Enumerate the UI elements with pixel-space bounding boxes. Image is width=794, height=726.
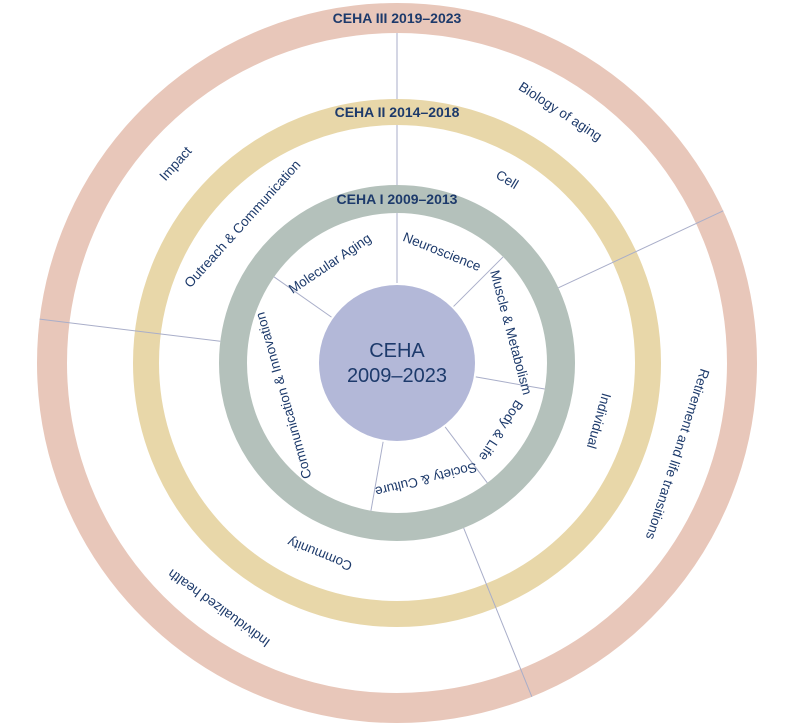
ring-band-ceha-iii xyxy=(37,3,757,723)
sector-divider-line xyxy=(463,527,533,697)
sector-divider-line xyxy=(273,276,332,318)
ring-label-ceha-iii: CEHA III 2019–2023 xyxy=(333,10,462,26)
sector-divider-line xyxy=(370,441,384,511)
center-label-line2: 2009–2023 xyxy=(347,365,447,387)
ring-label-ceha-i: CEHA I 2009–2013 xyxy=(337,191,458,207)
center-circle xyxy=(319,285,475,441)
sector-divider-line xyxy=(444,426,488,484)
ring-band-ceha-i xyxy=(219,185,575,541)
ring-band-ceha-ii xyxy=(133,99,661,627)
sector-divider-line xyxy=(39,318,221,342)
center-label-line1: CEHA xyxy=(369,340,425,362)
sector-divider-line xyxy=(453,256,504,307)
sector-divider-line xyxy=(475,376,545,390)
sector-divider-line xyxy=(558,210,724,289)
ring-label-ceha-ii: CEHA II 2014–2018 xyxy=(335,104,460,120)
